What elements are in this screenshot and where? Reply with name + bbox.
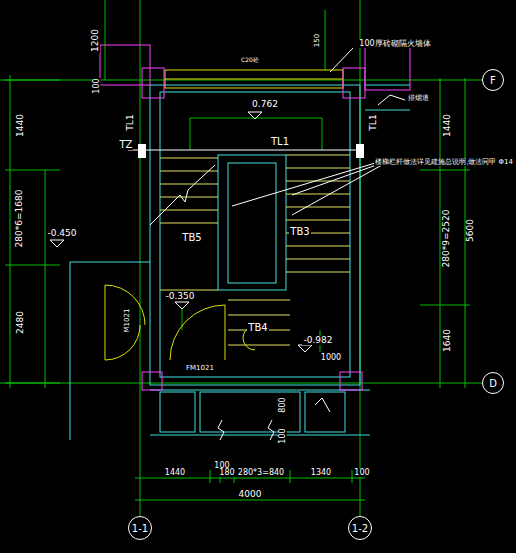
dimension-text: 1440 [16, 113, 25, 138]
dimension-text: -0.982 [302, 336, 333, 345]
dimension-text: 1000 [320, 354, 342, 362]
dimension-text: 150 [315, 32, 322, 47]
dimension-text: 排烟道 [407, 95, 430, 102]
dimension-text: 4000 [238, 490, 263, 499]
dimension-text: 1440 [164, 469, 186, 477]
dimension-text: 1440 [443, 113, 452, 138]
axis-label: D [489, 378, 497, 389]
member-tag: TL1 [126, 113, 135, 131]
dimension-text: 280*3=840 [237, 469, 285, 477]
level-mark [50, 112, 312, 352]
dimension-text: 0.762 [251, 100, 279, 109]
dimension-text: 1200 [91, 28, 100, 53]
dimension-text: FM1021 [185, 365, 215, 372]
dimension-text: 100 [93, 77, 101, 94]
dimension-text: C20砼 [240, 57, 260, 63]
member-tag: TB4 [247, 323, 268, 333]
dimension-text: 100 [353, 469, 370, 477]
axis-bubble: 1-1 [128, 516, 152, 540]
dimension-text: -0.450 [46, 229, 77, 238]
dimension-text: 2480 [16, 310, 25, 335]
leader-line [232, 48, 405, 412]
member-tag: TL1 [270, 137, 290, 147]
dimension-text: 100 [279, 427, 287, 444]
member-tag: TL1 [369, 113, 378, 131]
axis-line [0, 0, 482, 516]
dimension-text: 100厚砖砌隔火墙体 [358, 40, 431, 48]
member-tag: TZ [119, 140, 134, 150]
axis-label: F [490, 75, 496, 86]
door [105, 285, 255, 360]
axis-bubble: F [482, 69, 504, 91]
axis-label: 1-2 [352, 523, 368, 534]
stair-step [160, 155, 350, 345]
fire-wall [165, 70, 343, 88]
wall [70, 85, 410, 440]
dimension-text: 180 [218, 469, 235, 477]
axis-label: 1-1 [132, 523, 148, 534]
axis-bubble: D [482, 372, 504, 394]
column [100, 45, 410, 390]
dimension-text: -0.350 [164, 292, 195, 301]
dimension-text: 1340 [310, 469, 332, 477]
axis-bubble: 1-2 [348, 516, 372, 540]
member-tag: TB3 [289, 227, 310, 237]
dimension-text: M1021 [124, 307, 131, 333]
dimension-text: 楼梯栏杆做法详见建施总说明,做法同甲 Φ14 [374, 159, 514, 166]
dimension-text: 1640 [443, 328, 452, 353]
dimension-text: 5600 [466, 218, 475, 243]
member-tag: TB5 [181, 233, 202, 243]
dimension-text: 280*9=2520 [442, 208, 451, 268]
dimension-text: 800 [279, 396, 287, 413]
dimension-text: 280*6=1680 [16, 188, 25, 248]
